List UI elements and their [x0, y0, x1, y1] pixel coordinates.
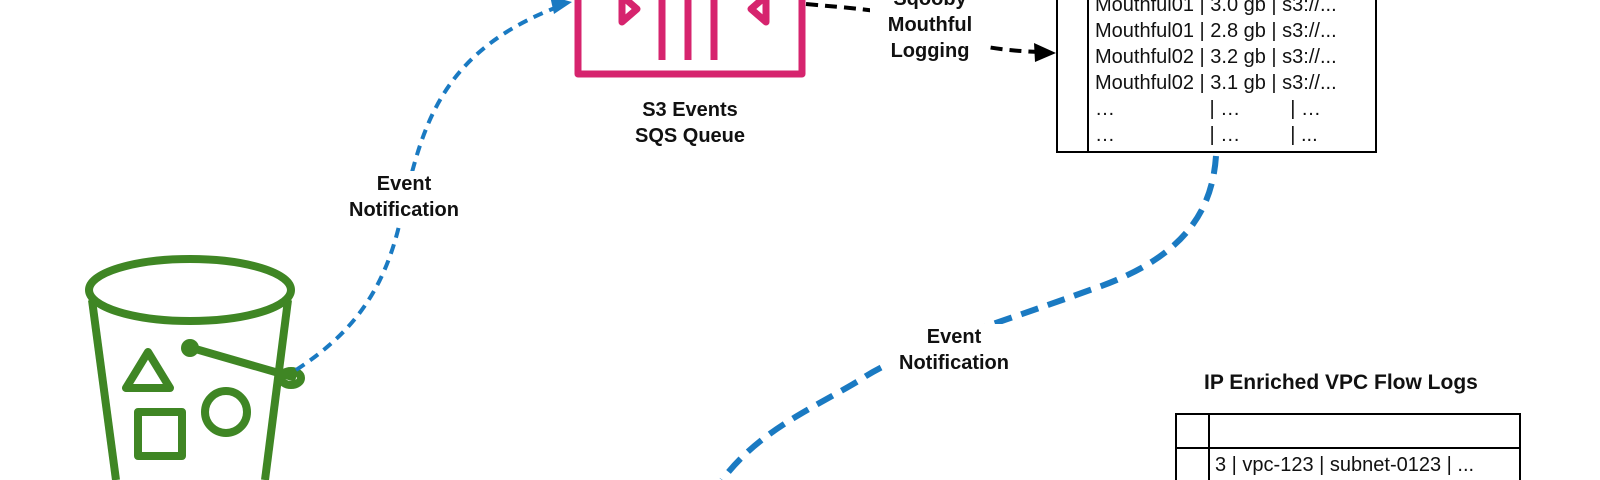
event-notification-label-line1: Event	[376, 173, 432, 195]
mouthful-table-row: … | … | …	[1095, 98, 1321, 120]
event-notification-label: Event Notification	[334, 171, 474, 223]
s3-bucket-icon	[85, 255, 305, 480]
mouthful-logging-label: Sqooby Mouthful Logging	[870, 0, 990, 64]
vpc-table-title: IP Enriched VPC Flow Logs	[1204, 371, 1478, 394]
mouthful-table-row: Mouthful02 | 3.1 gb | s3://...	[1095, 72, 1337, 94]
mouthful-table-row: … | … | ...	[1095, 124, 1318, 146]
vpc-table-row: 3 | vpc-123 | subnet-0123 | ...	[1215, 454, 1475, 476]
event-notification-label-2-line1: Event	[926, 326, 982, 348]
mouthful-table	[1056, 0, 1377, 153]
bucket-handle-knob	[181, 339, 199, 357]
event-notification-label-2: Event Notification	[884, 324, 1024, 376]
mouthful-logging-label-line2: Mouthful	[887, 14, 973, 36]
event-notification-label-2-line2: Notification	[899, 352, 1009, 374]
event-notification-label-line2: Notification	[349, 199, 459, 221]
vpc-flow-logs-table	[1175, 413, 1521, 480]
mouthful-table-row: Mouthful01 | 2.8 gb | s3://...	[1095, 20, 1337, 42]
sqs-label-line2: SQS Queue	[634, 125, 746, 147]
sqs-label: S3 Events SQS Queue	[600, 97, 780, 149]
mouthful-table-row: Mouthful02 | 3.2 gb | s3://...	[1095, 46, 1337, 68]
mouthful-logging-label-line1: Sqooby	[870, 0, 990, 12]
mouthful-logging-label-line3: Logging	[890, 40, 970, 62]
mouthful-table-row: Mouthful01 | 3.0 gb | s3://...	[1095, 0, 1337, 16]
sqs-queue-icon	[574, 0, 806, 78]
event-notification-arrow-2	[719, 155, 1219, 480]
sqs-label-line1: S3 Events	[642, 99, 738, 121]
